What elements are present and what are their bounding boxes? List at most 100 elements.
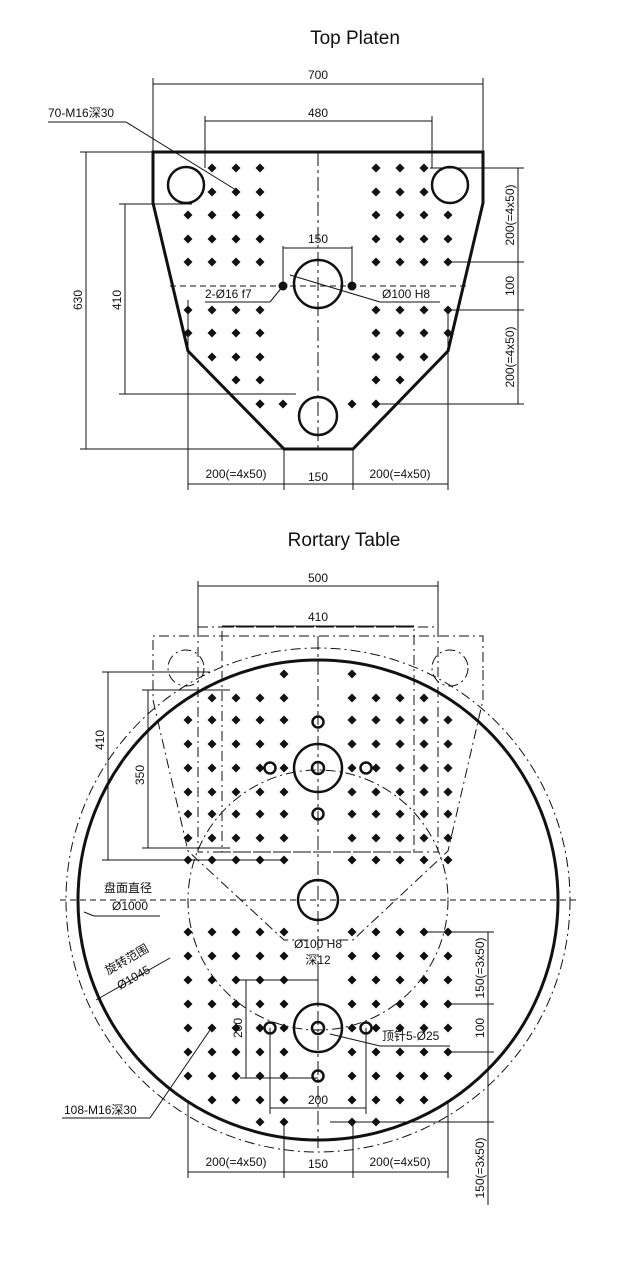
tapped-hole bbox=[207, 833, 217, 843]
tapped-hole bbox=[255, 210, 265, 220]
tapped-hole bbox=[255, 693, 265, 703]
tapped-hole bbox=[371, 352, 381, 362]
dim-480: 480 bbox=[308, 106, 328, 120]
tapped-hole bbox=[183, 739, 193, 749]
tapped-hole bbox=[183, 999, 193, 1009]
tapped-hole bbox=[255, 1047, 265, 1057]
tapped-hole bbox=[371, 763, 381, 773]
tapped-hole bbox=[279, 1095, 289, 1105]
tapped-hole bbox=[371, 715, 381, 725]
tapped-hole bbox=[183, 833, 193, 843]
rotary-tapped-holes bbox=[183, 669, 453, 1127]
ghost-platen-top bbox=[152, 635, 484, 670]
disc-center-bore bbox=[296, 878, 340, 922]
tapped-hole bbox=[255, 1071, 265, 1081]
tapped-hole bbox=[183, 715, 193, 725]
tapped-hole bbox=[207, 975, 217, 985]
tapped-hole bbox=[255, 833, 265, 843]
tapped-hole bbox=[347, 669, 357, 679]
tapped-hole bbox=[395, 234, 405, 244]
tapped-hole bbox=[231, 163, 241, 173]
tapped-hole bbox=[419, 352, 429, 362]
tapped-hole bbox=[395, 809, 405, 819]
tapped-hole bbox=[419, 833, 429, 843]
tapped-hole bbox=[231, 1071, 241, 1081]
tapped-hole bbox=[279, 763, 289, 773]
tapped-hole bbox=[347, 975, 357, 985]
tapped-hole bbox=[255, 375, 265, 385]
tapped-hole bbox=[279, 739, 289, 749]
tapped-hole bbox=[371, 234, 381, 244]
dim-410-left: 410 bbox=[93, 730, 107, 750]
tapped-hole bbox=[347, 739, 357, 749]
tapped-hole bbox=[347, 693, 357, 703]
tapped-hole bbox=[231, 305, 241, 315]
ejector-hole bbox=[311, 1069, 325, 1083]
tapped-hole bbox=[419, 855, 429, 865]
dim-630: 630 bbox=[71, 290, 85, 310]
ejector-hole bbox=[311, 715, 325, 729]
tapped-hole bbox=[419, 163, 429, 173]
tapped-hole bbox=[419, 234, 429, 244]
tapped-hole bbox=[443, 1023, 453, 1033]
guide-bore-left bbox=[166, 165, 206, 205]
tapped-hole bbox=[207, 951, 217, 961]
tapped-hole bbox=[207, 234, 217, 244]
upper-center-bore bbox=[292, 742, 344, 794]
tapped-hole bbox=[371, 1071, 381, 1081]
tapped-hole bbox=[183, 234, 193, 244]
dim-500: 500 bbox=[308, 571, 328, 585]
tapped-hole bbox=[347, 1071, 357, 1081]
tapped-hole bbox=[255, 328, 265, 338]
tapped-hole bbox=[255, 715, 265, 725]
tapped-hole bbox=[255, 763, 265, 773]
tapped-hole bbox=[207, 210, 217, 220]
tapped-hole bbox=[255, 809, 265, 819]
tapped-hole bbox=[395, 1023, 405, 1033]
callout-pin-holes: 2-Ø16 f7 bbox=[205, 287, 252, 301]
tapped-hole bbox=[231, 787, 241, 797]
tapped-hole bbox=[231, 352, 241, 362]
tapped-hole bbox=[395, 257, 405, 267]
tapped-hole bbox=[371, 1095, 381, 1105]
tapped-hole bbox=[279, 715, 289, 725]
tapped-hole bbox=[231, 210, 241, 220]
tapped-hole bbox=[371, 399, 381, 409]
tapped-hole bbox=[419, 693, 429, 703]
tapped-hole bbox=[371, 257, 381, 267]
tapped-hole bbox=[255, 739, 265, 749]
tapped-hole bbox=[183, 927, 193, 937]
tapped-hole bbox=[371, 787, 381, 797]
tapped-hole bbox=[231, 187, 241, 197]
tapped-hole bbox=[183, 1071, 193, 1081]
tapped-hole bbox=[395, 975, 405, 985]
tapped-hole bbox=[231, 739, 241, 749]
tapped-hole bbox=[443, 234, 453, 244]
tapped-hole bbox=[371, 927, 381, 937]
tapped-hole bbox=[371, 975, 381, 985]
dim-right-lower: 200(=4x50) bbox=[503, 326, 517, 387]
tapped-hole bbox=[371, 693, 381, 703]
tapped-hole bbox=[278, 399, 288, 409]
tapped-hole bbox=[443, 210, 453, 220]
callout-tapped-holes-rt: 108-M16深30 bbox=[64, 1103, 137, 1117]
tapped-hole bbox=[231, 1047, 241, 1057]
tapped-hole bbox=[231, 693, 241, 703]
tapped-hole bbox=[371, 951, 381, 961]
tapped-hole bbox=[419, 210, 429, 220]
top-platen-view: Top Platen 700 480 630 410 bbox=[48, 28, 524, 490]
tapped-hole bbox=[371, 855, 381, 865]
dim-bottom-right: 200(=4x50) bbox=[369, 467, 430, 481]
tapped-hole bbox=[231, 809, 241, 819]
tapped-hole bbox=[207, 999, 217, 1009]
tapped-hole bbox=[207, 305, 217, 315]
tapped-hole bbox=[231, 715, 241, 725]
tapped-hole bbox=[395, 855, 405, 865]
tapped-hole bbox=[183, 257, 193, 267]
tapped-hole bbox=[207, 328, 217, 338]
callout-disc-diameter-label: 盘面直径 bbox=[104, 880, 152, 895]
tapped-hole bbox=[207, 739, 217, 749]
tapped-hole bbox=[279, 809, 289, 819]
rotary-table-view: Rortary Table 500 410 bbox=[60, 530, 580, 1205]
